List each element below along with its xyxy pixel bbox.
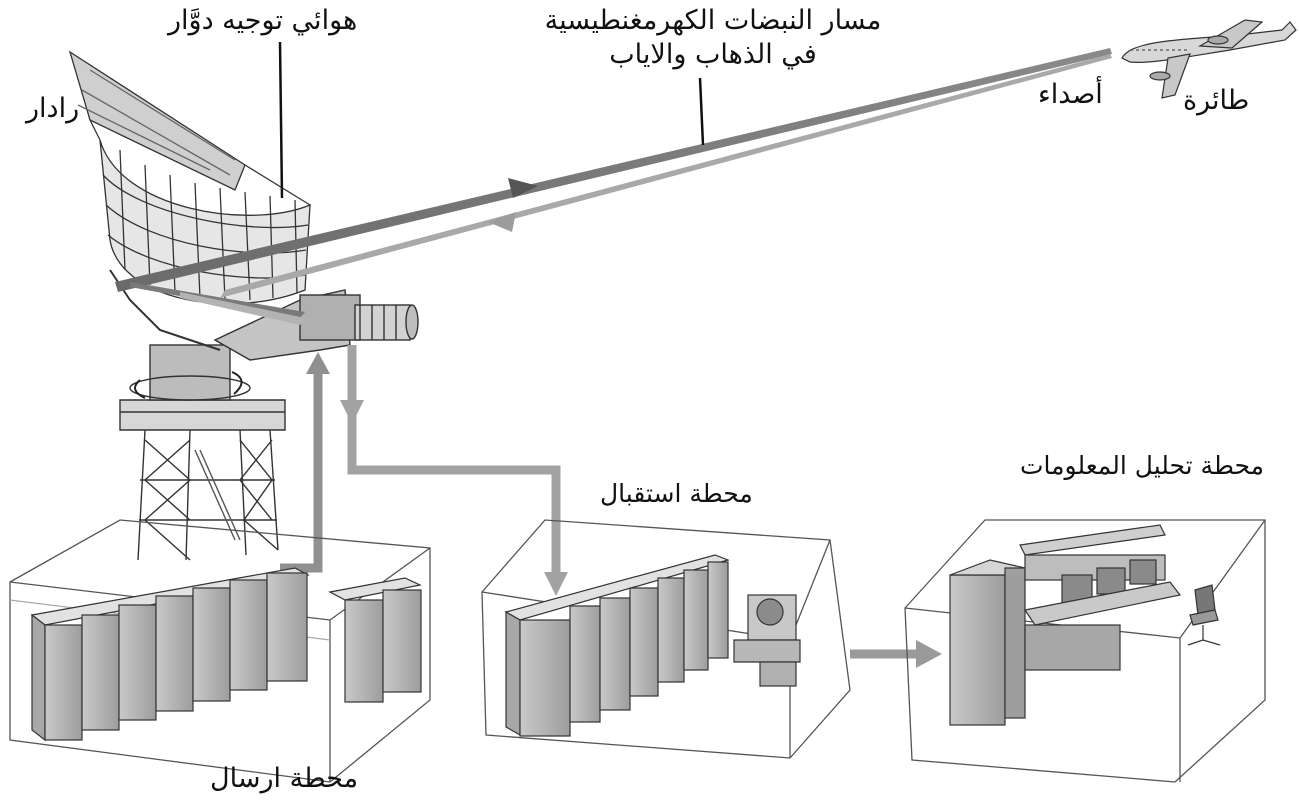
returning-arrowhead	[488, 212, 516, 232]
antenna-leader-line	[278, 41, 284, 199]
pulse-path-leader-line	[698, 77, 705, 146]
aircraft-label: طائرة	[1183, 85, 1250, 116]
rotating-antenna-dish	[68, 50, 311, 351]
transmitting-station-label: محطة ارسال	[210, 763, 359, 794]
leader-lines	[278, 41, 705, 199]
aircraft-illustration	[1121, 19, 1297, 99]
analysis-equipment	[949, 524, 1221, 726]
pulse-path-label-line1: مسار النبضات الكهرمغنطيسية	[544, 5, 882, 36]
echoes-label: أصداء	[1038, 79, 1103, 110]
receiver-cabinets	[504, 554, 730, 737]
waveguide-feed	[213, 289, 419, 361]
radar-display-console	[733, 594, 801, 687]
antenna-to-receiver-arrow	[347, 345, 561, 575]
pulse-path-label-line2: في الذهاب والاياب	[609, 38, 817, 70]
radar-label: رادار	[26, 93, 80, 124]
antenna-pedestal	[129, 344, 251, 401]
transmitter-cabinets	[30, 567, 422, 742]
receiving-station-label: محطة استقبال	[600, 479, 753, 508]
rotating-antenna-label: هوائي توجيه دوَّار	[168, 5, 358, 36]
radar-tower	[119, 399, 286, 561]
pulse-path-label: مسار النبضات الكهرمغنطيسية في الذهاب وال…	[528, 4, 898, 72]
outgoing-arrowhead	[508, 178, 538, 198]
analysis-station-label: محطة تحليل المعلومات	[1020, 451, 1264, 480]
returning-beam	[180, 54, 1112, 325]
